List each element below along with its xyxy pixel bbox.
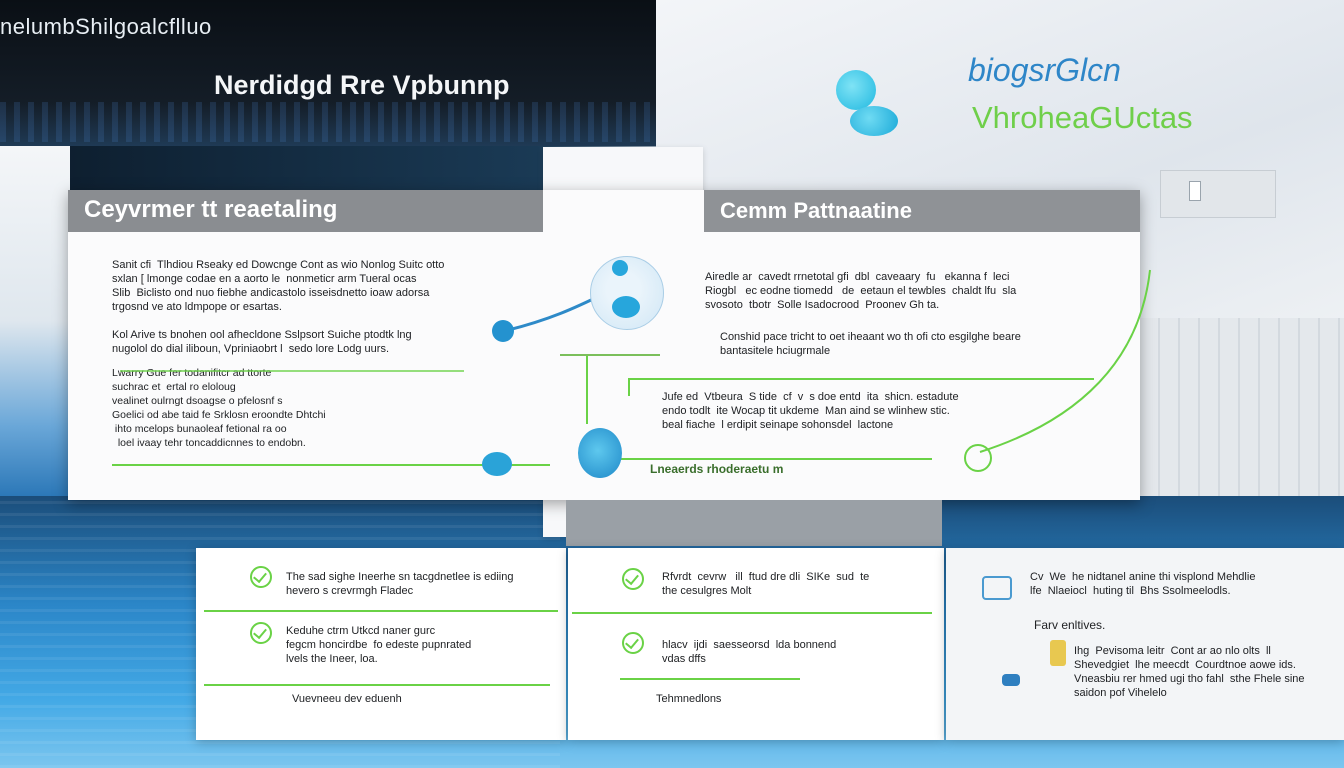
document-icon xyxy=(1050,640,1066,666)
logo-text-secondary: VhroheaGUctas xyxy=(972,100,1193,135)
card3-intro: Cv We he nidtanel anine thi visplond Meh… xyxy=(1030,571,1256,597)
card2-item-3: Tehmnedlons xyxy=(656,693,722,705)
logo-icon xyxy=(836,70,876,110)
flow-line-right xyxy=(612,458,932,460)
card2-divider-2 xyxy=(620,678,800,680)
card1-item-1: The sad sighe Ineerhe sn tacgdnetlee is … xyxy=(286,571,514,597)
flow-line-vertical xyxy=(586,354,588,424)
background-left-strip xyxy=(0,146,70,496)
pointer-icon xyxy=(1002,674,1020,686)
left-paragraph-1: Sanit cfi Tlhdiou Rseaky ed Dowcnge Cont… xyxy=(112,259,445,313)
check-icon xyxy=(250,566,272,588)
logo-text-primary: biogsrGlcn xyxy=(968,52,1121,88)
card2-item-2: hlacv ijdi saesseorsd lda bonnend vdas d… xyxy=(662,639,837,665)
card3-subheading: Farv enltives. xyxy=(1034,618,1106,632)
card1-item-2: Keduhe ctrm Utkcd naner gurc fegcm honci… xyxy=(286,625,472,665)
dark-tab xyxy=(566,500,942,546)
flow-caption: Lneaerds rhoderaetu m xyxy=(650,462,784,476)
flow-curve-green xyxy=(979,269,1151,453)
card2-divider-1 xyxy=(572,612,932,614)
flow-line-top-right xyxy=(628,378,1094,380)
flow-line-stub xyxy=(628,378,630,396)
flow-line-mid xyxy=(120,370,464,372)
card1-item-3: Vuevneeu dev eduenh xyxy=(292,693,402,705)
start-node-icon xyxy=(482,452,512,476)
card1-divider-1 xyxy=(204,610,558,612)
card3-body: Ihg Pevisoma leitr Cont ar ao nlo olts l… xyxy=(1074,645,1305,699)
left-panel-title: Ceyvrmer tt reaetaling xyxy=(84,196,338,223)
connector-node-icon xyxy=(492,320,514,342)
molecule-node-icon xyxy=(612,296,640,318)
right-paragraph-2: Conshid pace tricht to oet iheaant wo th… xyxy=(720,331,1021,357)
molecule-node-small-icon xyxy=(612,260,628,276)
logo-icon-lower xyxy=(850,106,898,136)
background-left-top xyxy=(0,0,656,146)
check-icon xyxy=(622,632,644,654)
card2-item-1: Rfvrdt cevrw ill ftud dre dli SIKe sud t… xyxy=(662,571,870,597)
device-icon xyxy=(1160,170,1276,218)
right-panel-title: Cemm Pattnaatine xyxy=(720,198,912,223)
check-icon xyxy=(622,568,644,590)
card1-divider-2 xyxy=(204,684,550,686)
summary-card-2: Rfvrdt cevrw ill ftud dre dli SIKe sud t… xyxy=(568,548,944,740)
process-node-icon xyxy=(578,428,622,478)
left-paragraph-3: Lwarry Gue fer todanifitcr ad ttorte suc… xyxy=(112,367,326,449)
right-paragraph-1: Airedle ar cavedt rrnetotal gfi dbl cave… xyxy=(705,271,1017,311)
right-panel-header xyxy=(704,190,1140,232)
end-node-icon xyxy=(964,444,992,472)
background-lab-image xyxy=(1140,318,1344,500)
flow-line-bottom xyxy=(112,464,550,466)
left-panel-header xyxy=(68,190,543,232)
summary-card-1: The sad sighe Ineerhe sn tacgdnetlee is … xyxy=(196,548,566,740)
top-label: nelumbShilgoalcflluo xyxy=(0,14,212,39)
left-paragraph-2: Kol Arive ts bnohen ool afhecldone Sslps… xyxy=(112,329,412,355)
check-icon xyxy=(250,622,272,644)
flow-line-connector xyxy=(560,354,660,356)
page-title: Nerdidgd Rre Vpbunnp xyxy=(214,70,510,100)
summary-card-3: Cv We he nidtanel anine thi visplond Meh… xyxy=(946,548,1344,740)
building-icon xyxy=(982,576,1012,600)
right-paragraph-3: Jufe ed Vtbeura S tide cf v s doe entd i… xyxy=(662,391,959,431)
